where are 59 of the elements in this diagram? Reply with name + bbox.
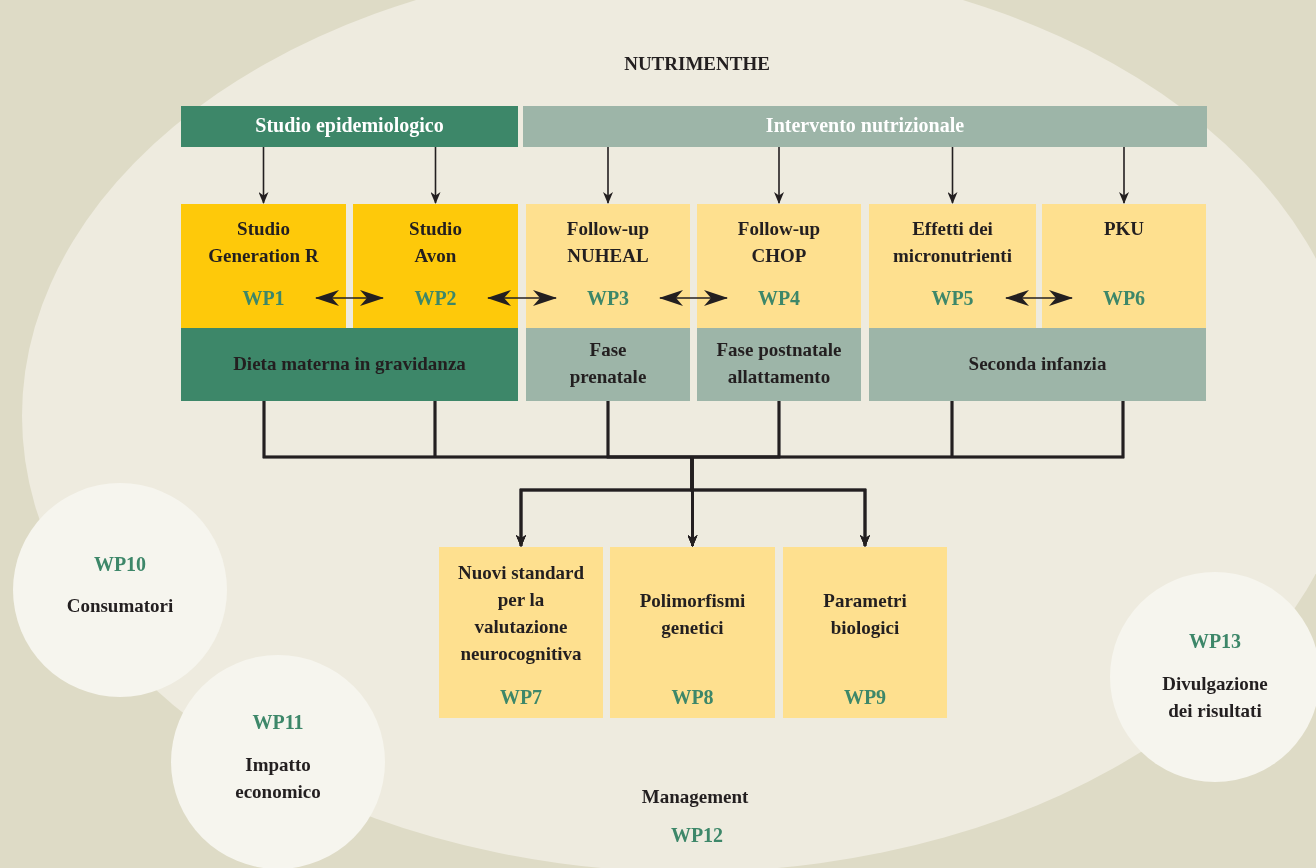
arrow (487, 290, 557, 306)
work-package-box (783, 547, 947, 718)
header-label: Studio epidemiologico (254, 113, 445, 139)
wp-label: WP6 (1101, 286, 1147, 311)
category-header (523, 106, 1207, 147)
box-heading: Follow-up CHOP (736, 217, 822, 268)
arrow (659, 290, 728, 306)
work-package-box (610, 547, 775, 718)
arrow (1005, 290, 1073, 306)
phase-label: Fase prenatale (568, 338, 648, 389)
arrow (315, 290, 384, 306)
header-label: Intervento nutrizionale (764, 113, 966, 138)
box-heading: Divulgazione dei risultati (1161, 672, 1269, 723)
box-heading: Polimorfismi genetici (638, 589, 747, 640)
box-heading: Nuovi standard per la valutazione neurocognitiva (456, 561, 586, 666)
box-heading: Studio Avon (408, 217, 463, 268)
work-package-box (181, 204, 346, 328)
wp-label: WP4 (756, 286, 802, 311)
work-package-box (697, 204, 861, 328)
box-heading: Studio Generation R (207, 217, 320, 268)
wp-label: WP11 (251, 710, 305, 735)
work-package-box (439, 547, 603, 718)
wp-label: WP13 (1187, 629, 1243, 654)
phase-label: Dieta materna in gravidanza (232, 352, 467, 376)
box-heading: Parametri biologici (822, 589, 908, 640)
wp-label: WP9 (842, 685, 888, 710)
box-heading: Impatto economico (234, 753, 322, 804)
wp-label: WP12 (669, 823, 725, 848)
wp-label: WP8 (670, 685, 715, 710)
box-heading: PKU (1102, 217, 1146, 241)
box-heading: Follow-up NUHEAL (565, 217, 651, 268)
category-header (181, 106, 518, 147)
phase-label: Fase postnatale allattamento (715, 338, 843, 389)
phase-band (869, 328, 1206, 401)
arrow (430, 146, 441, 204)
wp-label: WP10 (92, 552, 148, 577)
work-package-box (1042, 204, 1206, 328)
wp-label: WP2 (413, 286, 458, 311)
arrow (1119, 146, 1129, 204)
work-package-box (353, 204, 518, 328)
arrow (947, 146, 958, 204)
arrow (258, 146, 269, 204)
wp-label: WP5 (930, 286, 975, 311)
phase-label: Seconda infanzia (967, 352, 1108, 376)
project-ellipse (22, 0, 1316, 868)
work-package-box (869, 204, 1036, 328)
phase-band (697, 328, 861, 401)
box-heading: Consumatori (65, 594, 175, 618)
box-heading: Effetti dei micronutrienti (892, 217, 1013, 268)
phase-band (526, 328, 690, 401)
project-title: NUTRIMENTHE (623, 52, 771, 76)
wp-label: WP3 (585, 286, 631, 311)
wp-label: WP1 (241, 286, 286, 311)
section-label: Management (640, 785, 750, 809)
work-package-box (526, 204, 690, 328)
arrow (774, 146, 784, 204)
arrow (603, 146, 613, 204)
wp-label: WP7 (498, 685, 544, 710)
phase-band (181, 328, 518, 401)
